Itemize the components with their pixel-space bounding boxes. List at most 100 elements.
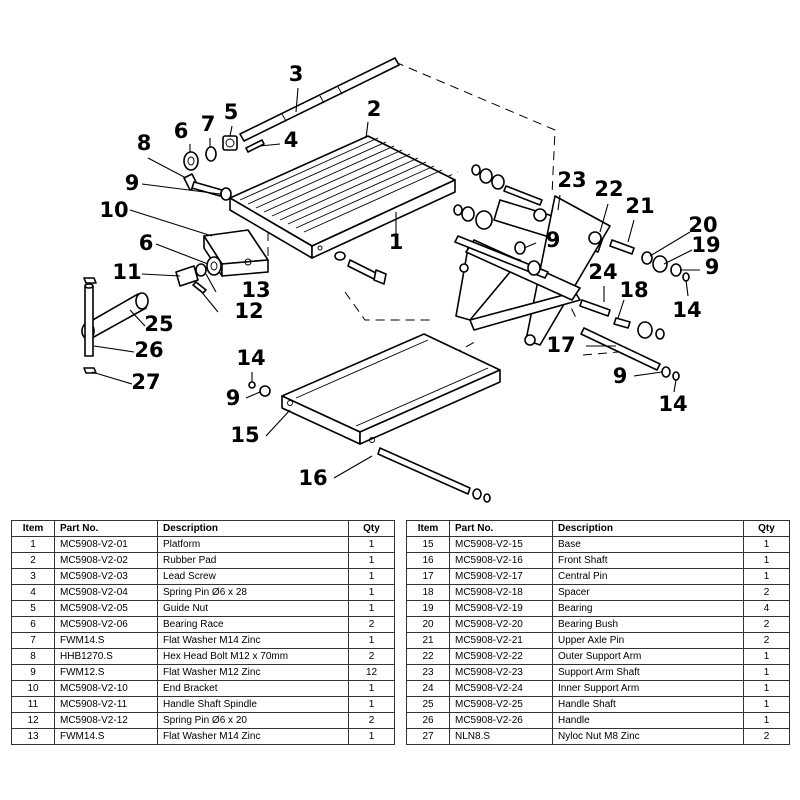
washer-9-top [220,187,232,201]
description-cell: Central Pin [552,568,744,585]
part-no-cell: MC5908-V2-22 [449,648,553,665]
part-no-cell: MC5908-V2-12 [54,712,158,729]
callout-2: 2 [367,97,382,121]
description-cell: Outer Support Arm [552,648,744,665]
qty-cell: 1 [743,680,790,697]
bearing-race-lower [195,256,222,277]
handle [84,283,94,357]
bearing-stack-right [579,239,690,340]
item-cell: 4 [11,584,55,601]
base [281,333,501,445]
item-cell: 5 [11,600,55,617]
lead-screw [239,57,400,142]
item-cell: 12 [11,712,55,729]
item-cell: 8 [11,648,55,665]
description-cell: Hex Head Bolt M12 x 70mm [157,648,349,665]
callout-11: 11 [112,260,141,284]
description-cell: Upper Axle Pin [552,632,744,649]
platform [229,135,456,259]
part-no-cell: MC5908-V2-15 [449,536,553,553]
nut-14-base [248,381,256,389]
callout-14: 14 [236,346,265,370]
part-no-cell: MC5908-V2-18 [449,584,553,601]
item-cell: 11 [11,696,55,713]
callout-16: 16 [298,466,327,490]
item-cell: 24 [406,680,450,697]
qty-cell: 1 [348,552,395,569]
callout-27: 27 [131,370,160,394]
item-cell: 1 [11,536,55,553]
callout-6: 6 [139,231,154,255]
item-cell: 9 [11,664,55,681]
part-no-cell: FWM14.S [54,728,158,745]
qty-cell: 1 [348,600,395,617]
item-cell: 25 [406,696,450,713]
part-no-cell: MC5908-V2-16 [449,552,553,569]
qty-cell: 1 [348,584,395,601]
item-cell: 3 [11,568,55,585]
nyloc-nut-top [83,277,97,284]
bearing-race-top [183,151,199,171]
callout-6: 6 [174,119,189,143]
col-qty: Qty [743,520,790,537]
callout-13: 13 [241,278,270,302]
qty-cell: 2 [348,648,395,665]
description-cell: Inner Support Arm [552,680,744,697]
washer-7 [205,146,217,162]
description-cell: Base [552,536,744,553]
exploded-assembly-diagram: 1234567891061113122526272322219201992418… [81,57,721,503]
qty-cell: 1 [348,632,395,649]
item-cell: 22 [406,648,450,665]
description-cell: Guide Nut [157,600,349,617]
part-no-cell: MC5908-V2-06 [54,616,158,633]
description-cell: Handle Shaft Spindle [157,696,349,713]
hex-bolt-bottom [334,251,387,285]
callout-8: 8 [137,131,152,155]
handle-shaft-spindle [175,265,207,294]
col-qty: Qty [348,520,395,537]
description-cell: Front Shaft [552,552,744,569]
qty-cell: 1 [743,712,790,729]
part-no-cell: MC5908-V2-21 [449,632,553,649]
callout-25: 25 [144,312,173,336]
qty-cell: 4 [743,600,790,617]
part-no-cell: MC5908-V2-25 [449,696,553,713]
item-cell: 16 [406,552,450,569]
item-cell: 18 [406,584,450,601]
description-cell: Support Arm Shaft [552,664,744,681]
col-item: Item [406,520,450,537]
support-arm-shaft [454,235,549,279]
callout-5: 5 [224,100,239,124]
callout-22: 22 [594,177,623,201]
item-cell: 6 [11,616,55,633]
description-cell: Spring Pin Ø6 x 20 [157,712,349,729]
callout-24: 24 [588,260,617,284]
description-cell: Nyloc Nut M8 Zinc [552,728,744,745]
part-no-cell: FWM14.S [54,632,158,649]
qty-cell: 2 [743,728,790,745]
part-no-cell: MC5908-V2-10 [54,680,158,697]
hex-bolt-top [183,173,223,197]
callout-19: 19 [691,233,720,257]
callout-20: 20 [688,213,717,237]
part-no-cell: MC5908-V2-11 [54,696,158,713]
callout-7: 7 [201,112,216,136]
